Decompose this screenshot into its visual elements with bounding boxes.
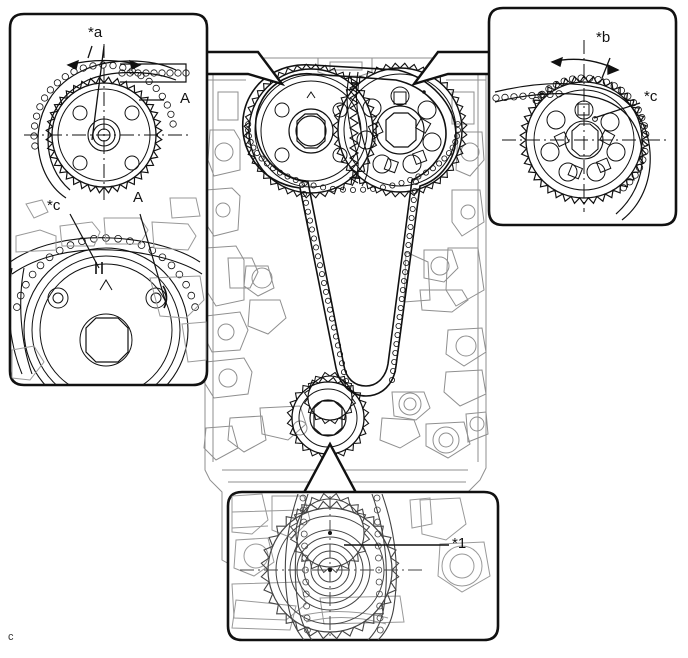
- label-mark-a-lower: A: [133, 189, 144, 206]
- callout-pointers: [204, 20, 492, 502]
- callout-box-top-right: [487, 6, 678, 227]
- label-item-1: *1: [452, 535, 467, 552]
- callout-box-bottom: [226, 490, 500, 642]
- exhaust-cam-sprocket: [332, 62, 468, 198]
- tl-angle-indicator: [66, 45, 142, 141]
- tl-leader-a-lower: [139, 213, 166, 301]
- tr-angle-indicator: [550, 56, 620, 79]
- tr-leader-c: [592, 102, 641, 122]
- tl-center-axes: [24, 44, 188, 200]
- page-corner-mark: c: [8, 631, 14, 643]
- callout-box-top-left: [8, 12, 209, 387]
- bt-chain: [284, 493, 397, 640]
- label-angle-b: *b: [596, 29, 611, 46]
- label-angle-a: *a: [88, 24, 103, 41]
- timing-chain-main: [241, 64, 457, 397]
- tl-chain-lower: [10, 234, 203, 375]
- tr-center-axes: [502, 40, 668, 212]
- label-mark-a-upper: A: [180, 90, 191, 107]
- chain-guide-center: [346, 71, 369, 187]
- label-mark-c-right: *c: [644, 88, 658, 105]
- tr-chain: [492, 74, 651, 221]
- tl-sprocket-lower: [23, 247, 189, 385]
- tl-leader-c-lower: [69, 213, 100, 269]
- label-mark-c-left: *c: [47, 197, 61, 214]
- crankshaft-sprocket: [286, 371, 370, 460]
- tl-timing-marks-lower: [95, 262, 168, 309]
- tl-background-detail: [11, 197, 207, 381]
